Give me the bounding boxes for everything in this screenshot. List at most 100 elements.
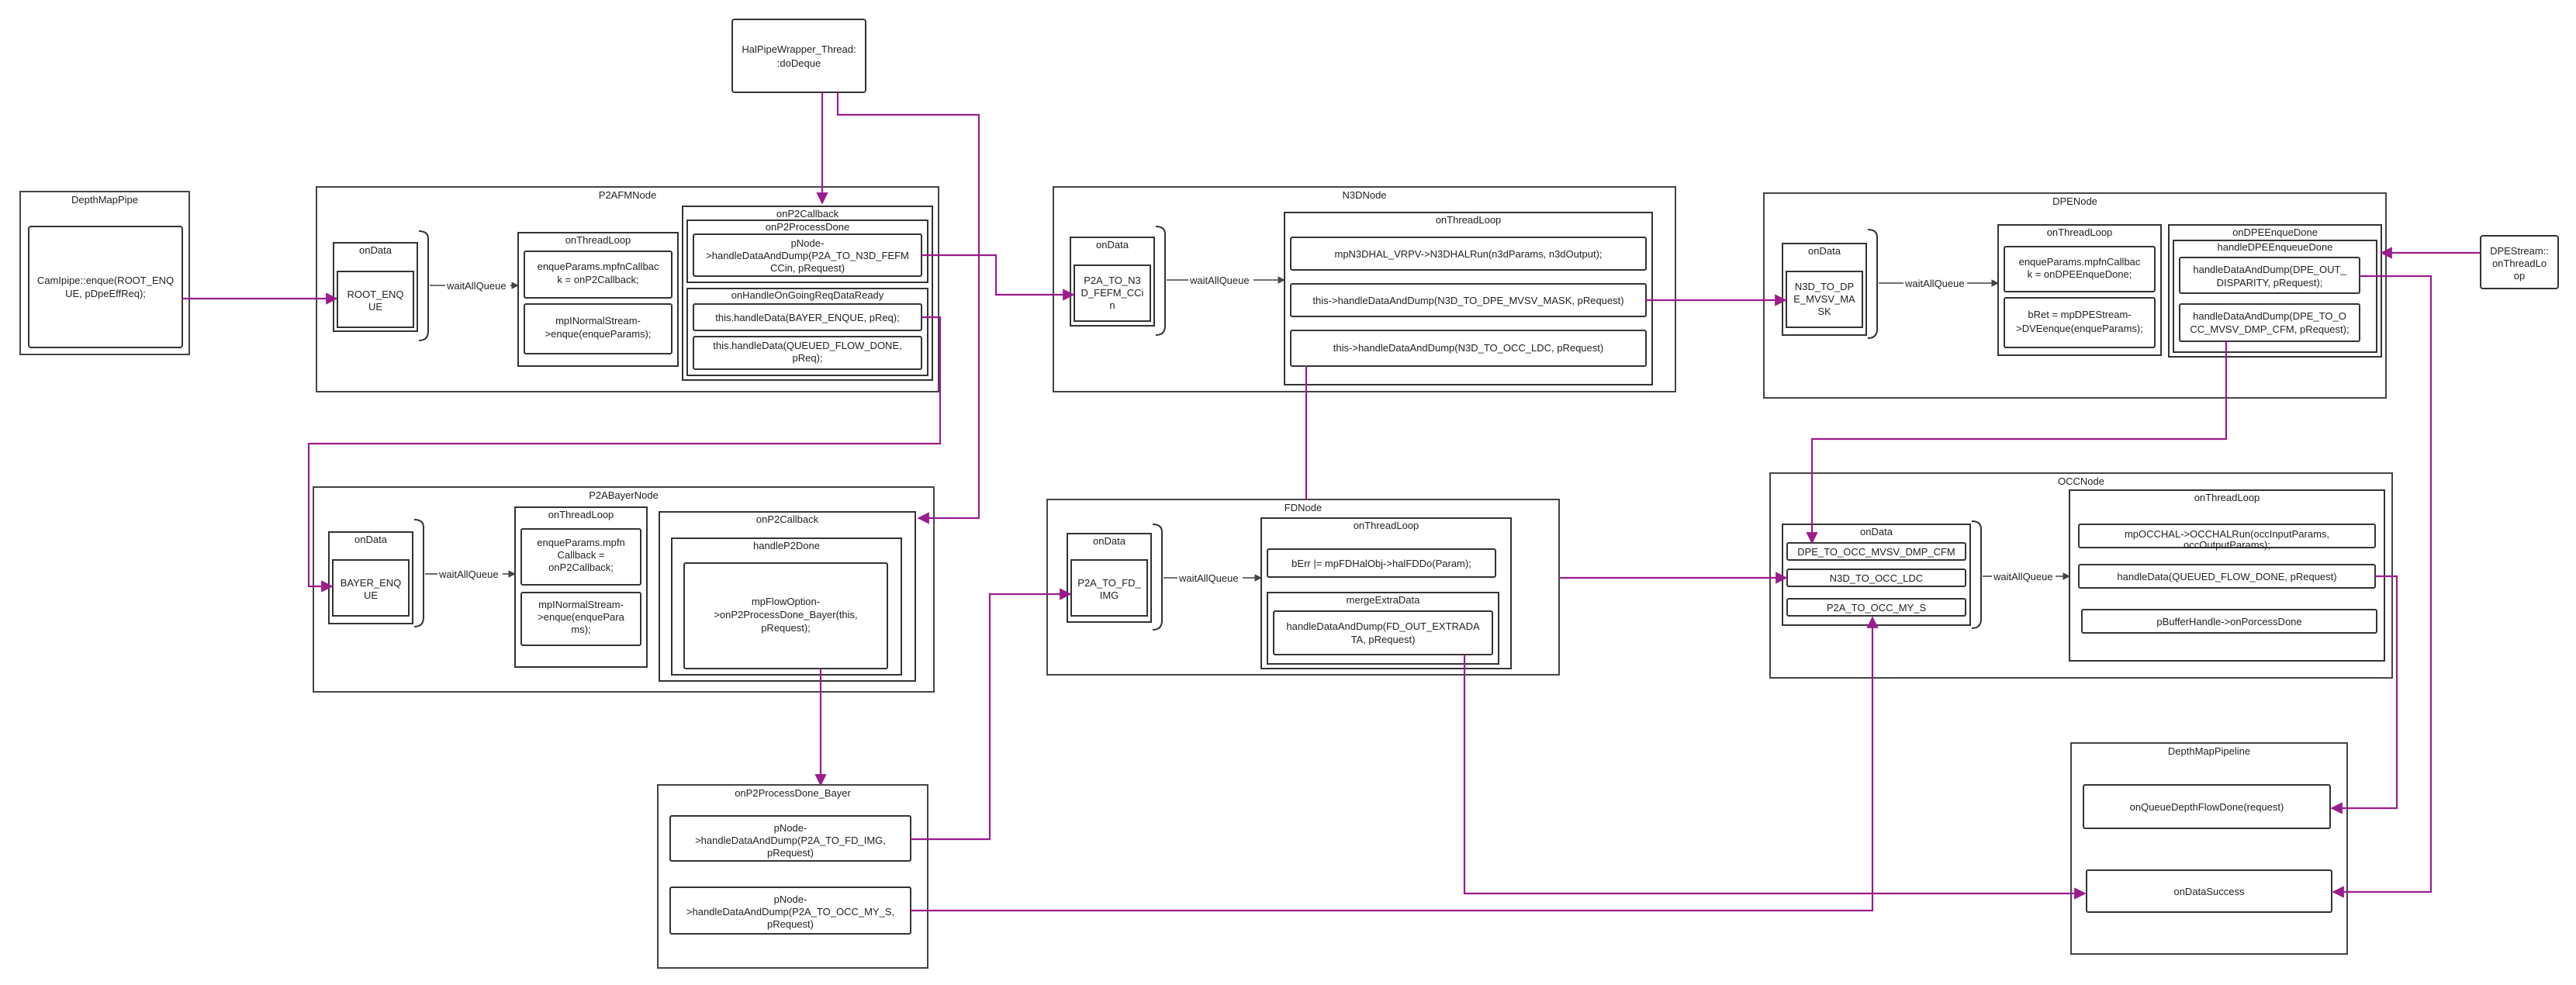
occ-threadloop: onThreadLoop (2194, 492, 2260, 503)
dpestream-l3: op (2514, 270, 2525, 282)
p2afm-queued-1: this.handleData(QUEUED_FLOW_DONE, (713, 340, 901, 351)
hal-label-2: :doDeque (777, 57, 821, 69)
p2afm-dump-3: CCin, pRequest) (770, 262, 845, 274)
p2abayer-stream-1: mpINormalStream- (538, 599, 624, 610)
p2afm-title: P2AFMNode (599, 189, 656, 201)
dpestream-node: DPEStream:: onThreadLo op (2480, 235, 2559, 289)
n3d-occ: this->handleDataAndDump(N3D_TO_OCC_LDC, … (1333, 342, 1603, 354)
occ-run-1: mpOCCHAL->OCCHALRun(occInputParams, (2125, 528, 2329, 540)
dpe-occ-2: CC_MVSV_DMP_CFM, pRequest); (2190, 323, 2349, 335)
p2afm-callback: onP2Callback (776, 208, 839, 219)
occ-title: OCCNode (2058, 475, 2104, 487)
dpe-disp-1: handleDataAndDump(DPE_OUT_ (2193, 264, 2346, 275)
pipeline-success: onDataSuccess (2173, 886, 2245, 897)
dpe-title: DPENode (2052, 195, 2097, 207)
dpe-occ-1: handleDataAndDump(DPE_TO_O (2193, 310, 2346, 322)
edge-done-to-fd (911, 588, 1072, 841)
fd-berr: bErr |= mpFDHalObj->halFDDo(Param); (1291, 558, 1471, 569)
p2abayer-flow-3: pRequest); (761, 622, 811, 634)
p2afm-threadloop: onThreadLoop (565, 234, 631, 246)
n3d-in-1: P2A_TO_N3 (1084, 275, 1140, 286)
occ-in-1: DPE_TO_OCC_MVSV_DMP_CFM (1797, 546, 1955, 558)
bayerdone-occ-2: >handleDataAndDump(P2A_TO_OCC_MY_S, (686, 906, 894, 918)
n3d-ondata: onData (1096, 239, 1129, 251)
p2abayer-enque-1: enqueParams.mpfn (537, 537, 624, 548)
dpe-ret-1: bRet = mpDPEStream- (2028, 309, 2131, 320)
dpe-in-3: SK (1817, 306, 1831, 317)
p2abayer-title: P2ABayerNode (589, 489, 659, 501)
p2afm-queued-2: pReq); (792, 352, 822, 364)
dpe-in-2: E_MVSV_MA (1793, 293, 1855, 305)
fd-wait-label: waitAllQueue (1178, 572, 1239, 584)
p2afm-dump-1: pNode- (791, 237, 825, 249)
hal-label-1: HalPipeWrapper_Thread: (742, 43, 856, 55)
fd-node: FDNode onData P2A_TO_FD_ IMG waitAllQueu… (1046, 499, 1560, 676)
p2abayer-ondata: onData (354, 534, 388, 545)
occ-queued: handleData(QUEUED_FLOW_DONE, pRequest) (2117, 571, 2336, 582)
n3d-title: N3DNode (1342, 189, 1386, 201)
occ-run-2: occOutputParams); (2184, 539, 2270, 551)
edge-dpe-to-occ (1806, 341, 2228, 544)
pipeline-node: DepthMapPipeline onQueueDepthFlowDone(re… (2070, 742, 2348, 955)
p2abayer-in-1: BAYER_ENQ (341, 577, 402, 589)
n3d-node: N3DNode onData P2A_TO_N3 D_FEFM_CCi n wa… (1053, 186, 1676, 392)
bayerdone-occ-1: pNode- (774, 893, 807, 905)
dpe-in-1: N3D_TO_DP (1795, 281, 1854, 292)
bayerdone-fd-3: pRequest) (767, 847, 814, 859)
depthmappipe-call-1: CamIpipe::enque(ROOT_ENQ (37, 275, 174, 286)
p2afm-wait-label: waitAllQueue (446, 280, 507, 292)
edge-dpe-to-success (2332, 275, 2433, 898)
dpe-done: onDPEEnqueDone (2232, 226, 2318, 238)
p2abayer-wait-label: waitAllQueue (438, 569, 499, 580)
occ-wait-label: waitAllQueue (1993, 571, 2053, 582)
dpe-disp-2: DISPARITY, pRequest); (2217, 277, 2323, 289)
dpe-enque-2: k = onDPEEnqueDone; (2028, 268, 2132, 280)
edge-p2afm-to-n3d (921, 254, 1075, 301)
p2afm-stream-2: >enque(enqueParams); (545, 328, 652, 340)
bayerdone-title: onP2ProcessDone_Bayer (735, 787, 851, 799)
p2abayer-threadloop: onThreadLoop (548, 509, 614, 520)
edge-p2afm-to-bayer (307, 316, 942, 593)
p2abayer-node: P2ABayerNode onData BAYER_ENQ UE waitAll… (313, 486, 935, 693)
dpestream-l2: onThreadLo (2492, 257, 2547, 269)
p2abayer-in-2: UE (364, 589, 378, 601)
dpe-ret-2: >DVEenque(enqueParams); (2016, 323, 2143, 334)
dpe-threadloop: onThreadLoop (2047, 226, 2113, 238)
fd-threadloop: onThreadLoop (1354, 520, 1419, 531)
pipeline-flowdone: onQueueDepthFlowDone(request) (2130, 801, 2284, 813)
occ-ondata: onData (1860, 526, 1893, 537)
n3d-run: mpN3DHAL_VRPV->N3DHALRun(n3dParams, n3dO… (1334, 248, 1602, 260)
p2abayer-flow-1: mpFlowOption- (752, 596, 820, 607)
p2afm-root-1: ROOT_ENQ (348, 289, 404, 300)
dpestream-l1: DPEStream:: (2490, 245, 2549, 257)
n3d-in-3: n (1109, 299, 1115, 311)
pipeline-title: DepthMapPipeline (2168, 745, 2250, 757)
p2afm-node: P2AFMNode onData ROOT_ENQ UE waitAllQueu… (316, 186, 939, 392)
p2afm-enque-2: k = onP2Callback; (557, 274, 638, 285)
edge-fd-to-success (1463, 655, 2087, 900)
edge-hal-to-p2abayer (836, 92, 980, 524)
edge-done-to-occ (911, 616, 1879, 912)
occ-node: OCCNode onData DPE_TO_OCC_MVSV_DMP_CFM N… (1769, 472, 2393, 679)
p2afm-root-2: UE (368, 301, 382, 313)
dpe-enque-1: enqueParams.mpfnCallbac (2019, 256, 2141, 268)
occ-buffer: pBufferHandle->onPorcessDone (2156, 616, 2301, 627)
n3d-wait-label: waitAllQueue (1189, 275, 1250, 286)
n3d-threadloop: onThreadLoop (1436, 214, 1502, 226)
p2abayer-flow-2: >onP2ProcessDone_Bayer(this, (714, 609, 857, 620)
fd-dump-1: handleDataAndDump(FD_OUT_EXTRADA (1286, 620, 1480, 632)
bayerdone-occ-3: pRequest) (767, 918, 814, 930)
bayerdone-node: onP2ProcessDone_Bayer pNode- >handleData… (657, 784, 928, 969)
fd-in-2: IMG (1100, 589, 1119, 601)
p2afm-processdone: onP2ProcessDone (766, 221, 849, 233)
n3d-in-2: D_FEFM_CCi (1081, 287, 1144, 299)
depthmappipe-title: DepthMapPipe (71, 194, 138, 206)
occ-in-2: N3D_TO_OCC_LDC (1830, 572, 1923, 584)
bayerdone-fd-1: pNode- (774, 822, 807, 834)
p2afm-enque-1: enqueParams.mpfnCallbac (538, 261, 659, 272)
dpe-node: DPENode onData N3D_TO_DP E_MVSV_MA SK wa… (1763, 192, 2387, 399)
p2afm-dump-2: >handleDataAndDump(P2A_TO_N3D_FEFM (706, 250, 909, 261)
dpe-ondata: onData (1808, 245, 1841, 257)
fd-title: FDNode (1285, 502, 1322, 513)
